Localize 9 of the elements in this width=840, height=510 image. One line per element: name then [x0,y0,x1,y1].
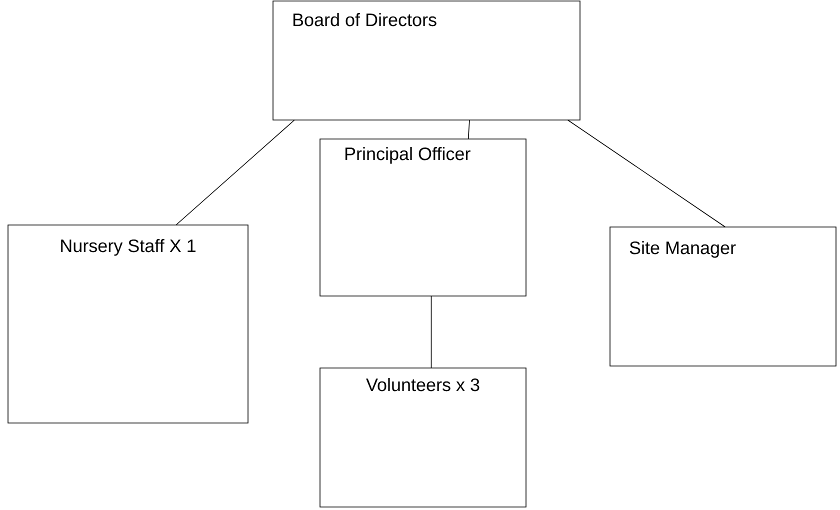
org-box: Site Manager [610,226,836,366]
org-box: Nursery Staff X 1 [8,224,248,424]
connector-line [176,120,295,226]
connector-line [468,120,470,140]
org-box: Volunteers x 3 [320,368,526,508]
connector-line [567,120,726,228]
org-box: Principal Officer [320,138,526,296]
connector-line [430,296,432,368]
org-box: Board of Directors [272,0,580,120]
